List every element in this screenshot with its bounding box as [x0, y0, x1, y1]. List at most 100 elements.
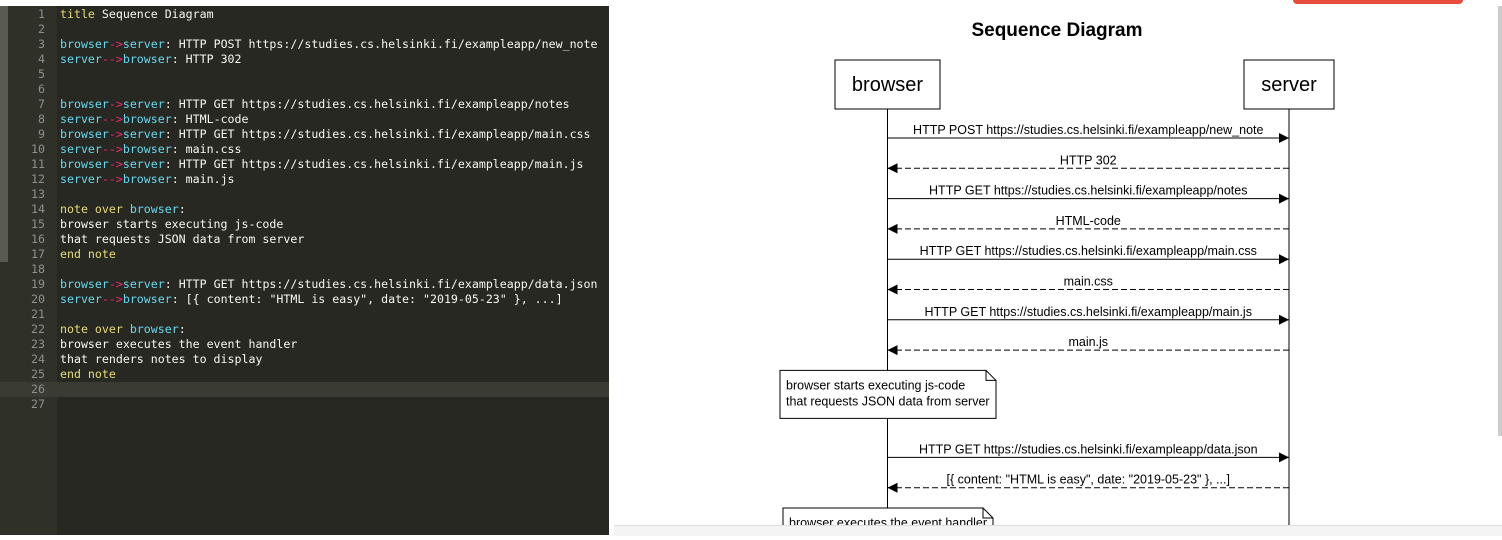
line-code: server-->browser: HTML-code: [60, 112, 249, 126]
line-number: 23: [31, 337, 45, 351]
message-label: HTML-code: [1056, 214, 1121, 228]
note-fold: [985, 370, 996, 381]
line-number: 14: [31, 202, 45, 216]
code-line[interactable]: 18: [0, 262, 609, 277]
message-label: main.js: [1068, 335, 1108, 349]
note-fold: [982, 508, 993, 519]
diagram-steps: HTTP POST https://studies.cs.helsinki.fi…: [779, 123, 1289, 540]
code-line[interactable]: 25 end note: [0, 367, 609, 382]
note-text: browser starts executing js-code: [786, 378, 965, 392]
line-number: 25: [31, 367, 45, 381]
line-number: 1: [38, 7, 45, 21]
code-line[interactable]: 10 server-->browser: main.css: [0, 142, 609, 157]
line-code: end note: [60, 247, 116, 261]
message-label: HTTP POST https://studies.cs.helsinki.fi…: [913, 123, 1263, 137]
line-number: 3: [38, 37, 45, 51]
code-line[interactable]: 19 browser->server: HTTP GET https://stud…: [0, 277, 609, 292]
line-code: browser->server: HTTP POST https://studi…: [60, 37, 598, 51]
code-line[interactable]: 16 that requests JSON data from server: [0, 232, 609, 247]
line-number: 7: [38, 97, 45, 111]
code-line[interactable]: 8 server-->browser: HTML-code: [0, 112, 609, 127]
code-line[interactable]: 13: [0, 187, 609, 202]
lifelines: [887, 109, 1290, 535]
code-line[interactable]: 17 end note: [0, 247, 609, 262]
code-line[interactable]: 12 server-->browser: main.js: [0, 172, 609, 187]
line-number: 27: [31, 397, 45, 411]
code-line[interactable]: 7 browser->server: HTTP GET https://studi…: [0, 97, 609, 112]
line-number: 4: [38, 52, 45, 66]
line-number: 26: [31, 382, 45, 396]
code-line[interactable]: 3 browser->server: HTTP POST https://stud…: [0, 37, 609, 52]
line-code: note over browser:: [60, 202, 186, 216]
diagram-scrollbar[interactable]: [1498, 6, 1502, 436]
note-box: [779, 369, 997, 419]
diagram-title: Sequence Diagram: [971, 20, 1142, 41]
line-number: 15: [31, 217, 45, 231]
editor-scrollbar-thumb[interactable]: [0, 6, 8, 262]
sequence-diagram: Sequence Diagram browser server HTTP POST…: [779, 20, 1335, 540]
note-text: that requests JSON data from server: [786, 394, 990, 408]
line-number: 18: [31, 262, 45, 276]
message-label: [{ content: "HTML is easy", date: "2019-…: [947, 473, 1230, 487]
line-code: server-->browser: main.css: [60, 142, 242, 156]
line-code: that renders notes to display: [60, 352, 263, 366]
line-number: 19: [31, 277, 45, 291]
line-number: 8: [38, 112, 45, 126]
code-line[interactable]: 24 that renders notes to display: [0, 352, 609, 367]
line-number: 11: [31, 157, 45, 171]
message-label: HTTP GET https://studies.cs.helsinki.fi/…: [929, 184, 1247, 198]
line-number: 24: [31, 352, 45, 366]
message-label: HTTP 302: [1060, 153, 1117, 167]
bottom-panel-edge: [614, 525, 1502, 536]
participant-box-server: [1243, 59, 1335, 110]
line-code: browser->server: HTTP GET https://studie…: [60, 127, 591, 141]
line-number-gutter: [0, 6, 57, 535]
code-line[interactable]: 4 server-->browser: HTTP 302: [0, 52, 609, 67]
line-code: server-->browser: main.js: [60, 172, 235, 186]
diagram-pane: Sequence Diagram browser server HTTP POST…: [609, 6, 1502, 540]
participant-label-browser: browser: [852, 74, 923, 96]
line-number: 22: [31, 322, 45, 336]
line-code: browser executes the event handler: [60, 337, 298, 351]
line-number: 20: [31, 292, 45, 306]
code-line[interactable]: 15 browser starts executing js-code: [0, 217, 609, 232]
message-label: HTTP GET https://studies.cs.helsinki.fi/…: [920, 244, 1257, 258]
code-line[interactable]: 11 browser->server: HTTP GET https://stud…: [0, 157, 609, 172]
code-line[interactable]: 23 browser executes the event handler: [0, 337, 609, 352]
line-number: 5: [38, 67, 45, 81]
line-code: that requests JSON data from server: [60, 232, 305, 246]
line-code: server-->browser: HTTP 302: [60, 52, 242, 66]
code-line[interactable]: 27: [0, 397, 609, 412]
line-number: 21: [31, 307, 45, 321]
code-line[interactable]: 2: [0, 22, 609, 37]
line-code: browser->server: HTTP GET https://studie…: [60, 157, 584, 171]
code-line[interactable]: 5: [0, 67, 609, 82]
line-number: 6: [38, 82, 45, 96]
line-number: 13: [31, 187, 45, 201]
line-number: 10: [31, 142, 45, 156]
top-accent-bar: [1293, 0, 1463, 4]
line-code: end note: [60, 367, 116, 381]
line-number: 16: [31, 232, 45, 246]
line-number: 2: [38, 22, 45, 36]
line-code: browser->server: HTTP GET https://studie…: [60, 97, 570, 111]
line-code: browser->server: HTTP GET https://studie…: [60, 277, 598, 291]
code-line[interactable]: 26: [0, 382, 609, 397]
line-code: title Sequence Diagram: [60, 7, 214, 21]
line-code: browser starts executing js-code: [60, 217, 284, 231]
code-line[interactable]: 1 title Sequence Diagram: [0, 7, 609, 22]
participant-label-server: server: [1261, 74, 1317, 96]
line-number: 12: [31, 172, 45, 186]
message-label: HTTP GET https://studies.cs.helsinki.fi/…: [919, 442, 1258, 456]
participants: browser server: [834, 59, 1335, 110]
message-label: main.css: [1064, 275, 1113, 289]
line-number: 17: [31, 247, 45, 261]
code-line[interactable]: 6: [0, 82, 609, 97]
code-line[interactable]: 21: [0, 307, 609, 322]
code-line[interactable]: 14 note over browser:: [0, 202, 609, 217]
message-label: HTTP GET https://studies.cs.helsinki.fi/…: [925, 305, 1252, 319]
